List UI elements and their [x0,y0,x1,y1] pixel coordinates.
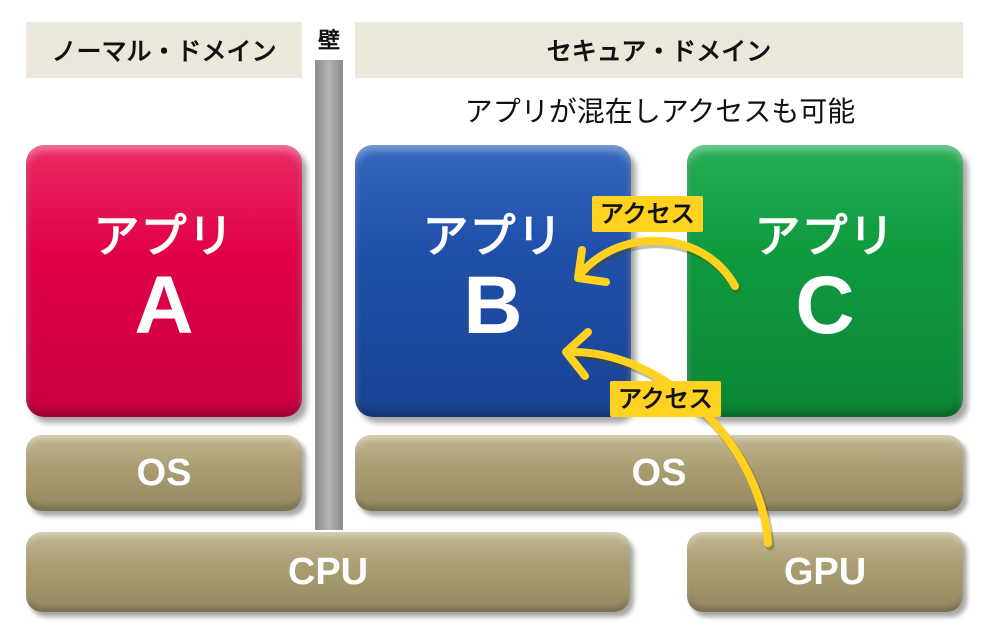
wall-label: 壁 [317,29,340,54]
app-c-label: アプリ [754,209,896,263]
arrow-c-to-b [574,236,742,294]
secure-domain-caption: アプリが混在しアクセスも可能 [464,95,856,128]
gpu-label: GPU [783,550,867,593]
cpu-label: CPU [287,550,369,593]
normal-domain-header: ノーマル・ドメイン [26,22,302,78]
access-label-bottom: アクセス [610,381,721,417]
secure-domain-label: セキュア・ドメイン [546,37,772,66]
os-normal-label: OS [136,451,192,494]
app-b-letter: B [463,260,523,351]
app-a-letter: A [134,260,194,351]
os-secure-label: OS [631,451,687,494]
app-a-label: アプリ [93,209,235,263]
gpu-bar: GPU [687,532,963,612]
os-bar-normal: OS [26,435,302,511]
cpu-bar: CPU [26,532,630,612]
os-bar-secure: OS [355,435,963,511]
wall [315,60,343,530]
normal-domain-label: ノーマル・ドメイン [51,37,277,66]
secure-domain-header: セキュア・ドメイン [355,22,963,78]
app-b-label: アプリ [422,209,564,263]
access-label-top: アクセス [592,196,703,232]
arrow-gpu-to-b [562,328,775,551]
app-c-letter: C [795,260,855,351]
app-a-box: アプリ A [26,145,302,417]
